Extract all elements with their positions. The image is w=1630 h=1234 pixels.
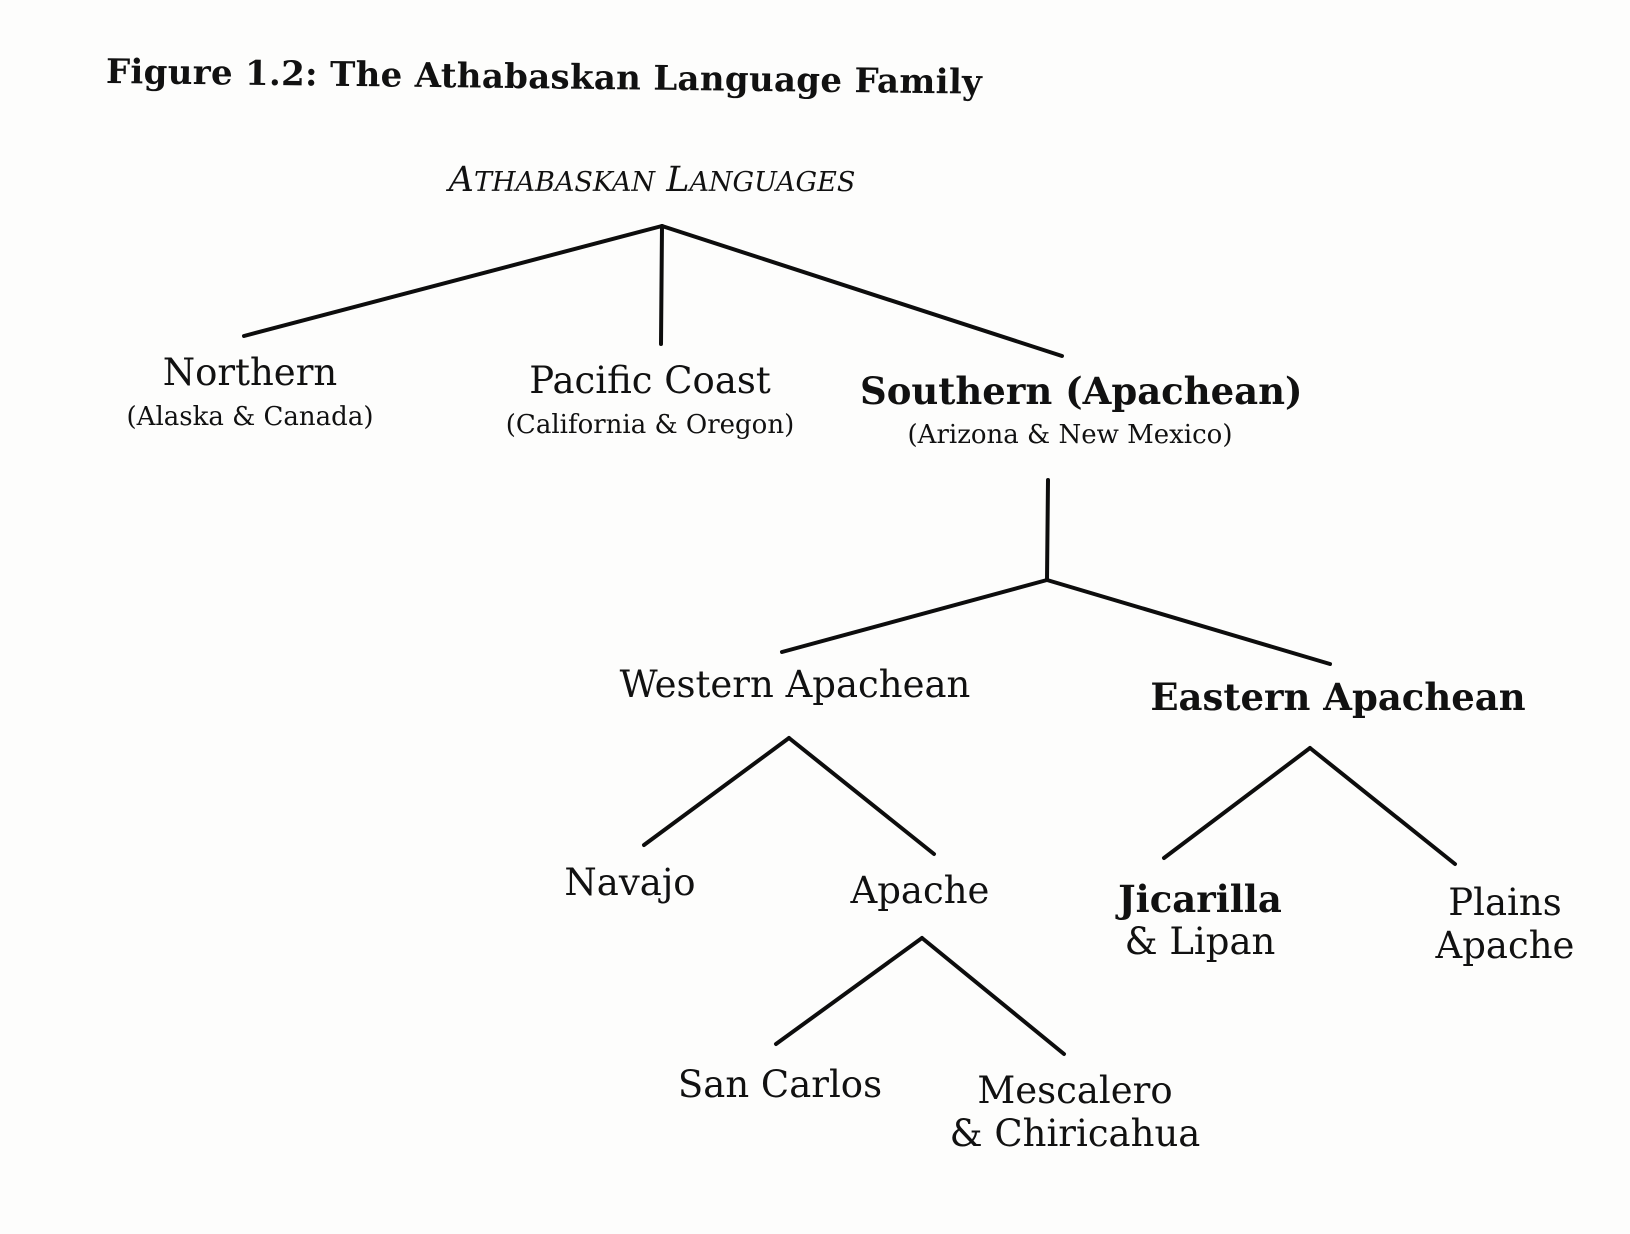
node-eastern-name: Eastern Apachean xyxy=(1150,675,1526,719)
node-apache-name: Apache xyxy=(850,869,990,912)
node-plains-name: Plains xyxy=(1448,881,1562,924)
edge-eastern-plains xyxy=(1308,746,1457,866)
root-node: ATHABASKAN LANGUAGES xyxy=(432,160,872,200)
root-initial-a: A xyxy=(448,160,474,200)
node-san-carlos: San Carlos xyxy=(660,1063,900,1107)
node-mescalero-chiricahua: Mescalero & Chiricahua xyxy=(930,1069,1220,1155)
edge-western-navajo xyxy=(642,736,791,847)
node-northern-name: Northern xyxy=(162,351,338,394)
node-jicarilla-lipan: Jicarilla & Lipan xyxy=(1100,878,1300,963)
node-pacific: Pacific Coast (California & Oregon) xyxy=(480,359,820,440)
edge-root-northern xyxy=(242,224,664,338)
edge-apache-mescalero xyxy=(920,936,1066,1056)
edge-apache-sancarlos xyxy=(774,936,924,1046)
root-rest-l: ANGUAGES xyxy=(689,167,856,198)
node-mescalero-name: Mescalero xyxy=(977,1069,1173,1112)
node-jicarilla-line2: & Lipan xyxy=(1124,919,1276,963)
edge-root-pacific xyxy=(659,224,664,346)
edge-eastern-jicarilla xyxy=(1162,746,1312,860)
node-sancarlos-name: San Carlos xyxy=(677,1063,883,1106)
node-northern-region: (Alaska & Canada) xyxy=(126,401,374,432)
node-navajo: Navajo xyxy=(540,861,720,905)
node-plains-apache: Plains Apache xyxy=(1410,881,1600,967)
edge-root-southern xyxy=(660,224,1064,358)
node-pacific-name: Pacific Coast xyxy=(529,359,771,402)
root-initial-l: L xyxy=(666,160,690,200)
node-plains-line2: Apache xyxy=(1435,923,1575,967)
node-southern-region: (Arizona & New Mexico) xyxy=(907,419,1233,450)
node-mescalero-line2: & Chiricahua xyxy=(949,1111,1201,1155)
node-apache: Apache xyxy=(830,869,1010,913)
node-southern: Southern (Apachean) (Arizona & New Mexic… xyxy=(860,369,1303,450)
root-rest-a: THABASKAN xyxy=(473,167,656,198)
edge-western-apache xyxy=(787,736,936,856)
node-jicarilla-name: Jicarilla xyxy=(1118,877,1282,921)
node-western-apachean: Western Apachean xyxy=(600,663,990,707)
node-eastern-apachean: Eastern Apachean xyxy=(1148,676,1528,719)
edge-southern-eastern xyxy=(1045,578,1332,666)
node-southern-name: Southern (Apachean) xyxy=(860,369,1303,413)
node-western-name: Western Apachean xyxy=(619,663,971,706)
node-pacific-region: (California & Oregon) xyxy=(505,409,795,440)
node-northern: Northern (Alaska & Canada) xyxy=(90,351,410,432)
edge-southern-western xyxy=(780,578,1049,654)
edge-southern-stem xyxy=(1045,478,1050,582)
node-navajo-name: Navajo xyxy=(564,861,696,904)
